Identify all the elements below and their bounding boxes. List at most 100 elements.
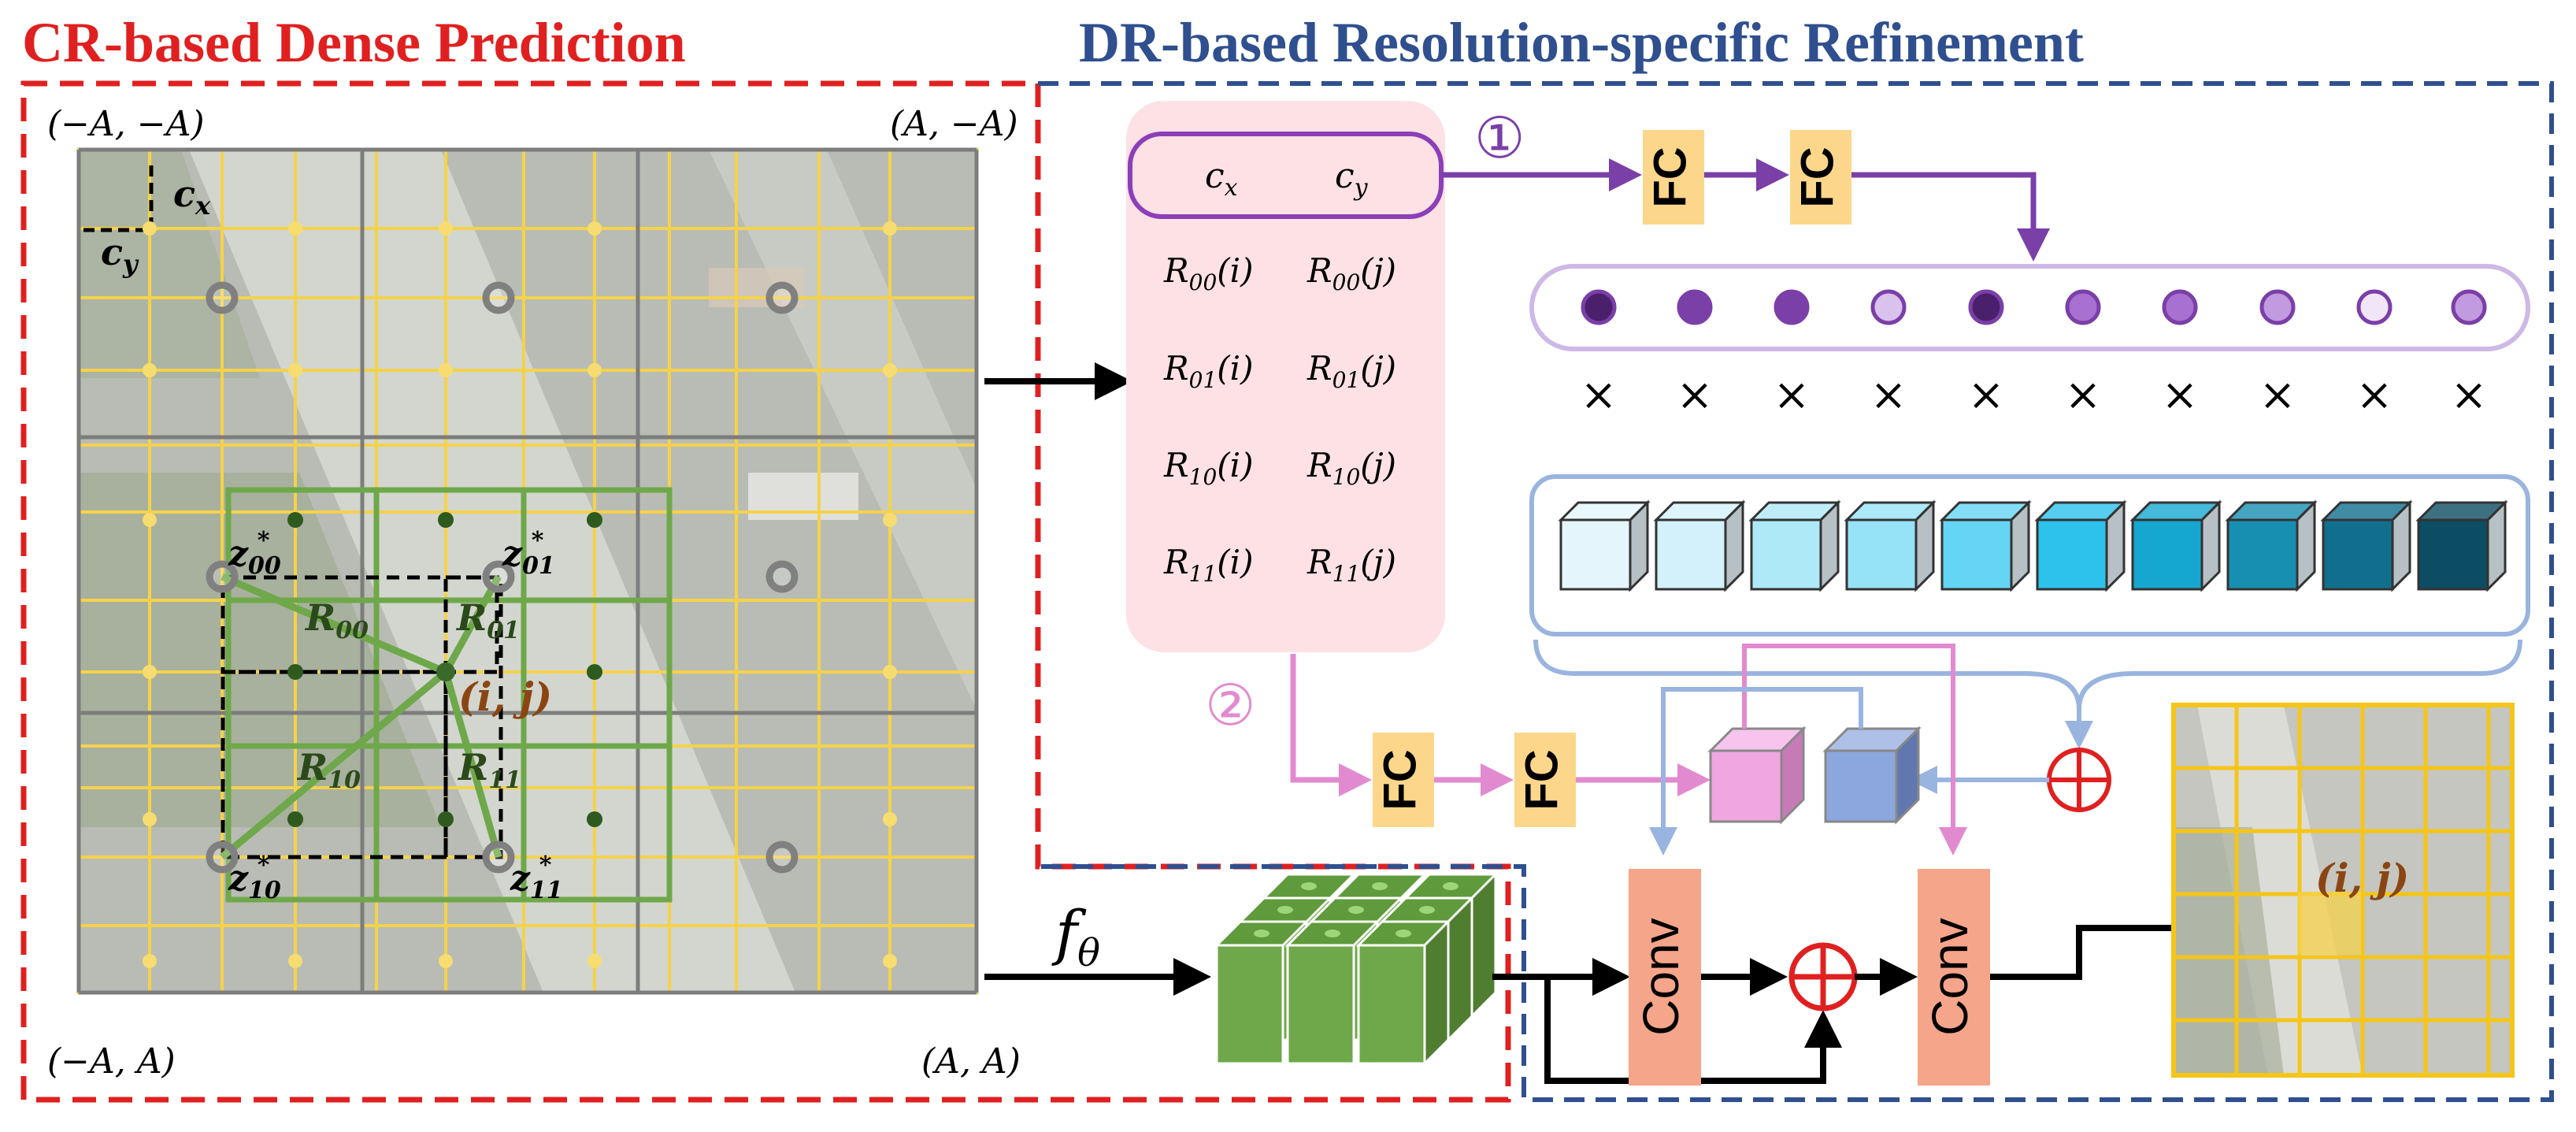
z00-label: z00* bbox=[228, 527, 281, 580]
feature-cube-2-side bbox=[1819, 499, 1840, 592]
weight-dot-2 bbox=[1774, 289, 1810, 325]
multiply-5: × bbox=[2065, 369, 2102, 421]
output-image: (i, j) bbox=[2171, 703, 2515, 1078]
feature-cube-5-front bbox=[2036, 518, 2108, 591]
query-point-label: (i, j) bbox=[458, 674, 552, 720]
coord-row-2-j: R10(j) bbox=[1307, 446, 1396, 490]
grid-dot-21 bbox=[287, 811, 303, 827]
encoder-block-0-1-front bbox=[1286, 944, 1355, 1065]
grid-dot-11 bbox=[287, 512, 303, 528]
grid-dot-19 bbox=[883, 665, 897, 679]
cx-label: cx bbox=[173, 173, 211, 221]
query-point-dot bbox=[436, 662, 455, 681]
area-rectangles bbox=[221, 575, 503, 859]
feature-cube-5-side bbox=[2105, 499, 2126, 592]
blue-cube-front bbox=[1824, 749, 1898, 823]
coord-rows: R00(i)R00(j)R01(i)R01(j)R10(i)R10(j)R11(… bbox=[1163, 251, 1396, 587]
encoder-block-2-2-dot bbox=[1443, 882, 1458, 890]
blue-kernel-cube bbox=[1822, 726, 1922, 825]
grid-dot-25 bbox=[143, 954, 157, 968]
feature-cube-2 bbox=[1748, 499, 1841, 592]
latent-circle-10 bbox=[206, 841, 239, 874]
local-region bbox=[225, 487, 673, 903]
weight-dot-3 bbox=[1870, 289, 1907, 325]
weight-dot-8 bbox=[2356, 289, 2393, 325]
output-grid-border bbox=[2171, 703, 2515, 1078]
output-highlight-cell bbox=[2298, 892, 2361, 955]
feature-cube-7 bbox=[2225, 499, 2318, 592]
feature-cube-1-side bbox=[1724, 499, 1744, 592]
cy-label: cy bbox=[101, 231, 139, 279]
latent-circle-e bbox=[765, 841, 799, 874]
r11-label: R11 bbox=[457, 746, 521, 794]
coord-header-box bbox=[1128, 132, 1444, 219]
weight-dot-1 bbox=[1677, 289, 1713, 325]
multiply-row: ×××××××××× bbox=[1581, 369, 2488, 421]
feature-cube-6 bbox=[2129, 499, 2222, 592]
area-rect-right bbox=[443, 575, 503, 859]
feature-cube-7-front bbox=[2226, 518, 2299, 591]
line-r01 bbox=[443, 574, 502, 674]
grid-dot-8 bbox=[587, 363, 602, 377]
feature-cube-3-front bbox=[1845, 518, 1918, 591]
feature-cube-4-side bbox=[2010, 499, 2030, 592]
right-title: DR-based Resolution-specific Refinement bbox=[1079, 11, 2084, 74]
grid-dot-1 bbox=[288, 221, 302, 236]
corner-bottom-right: (A, A) bbox=[921, 1041, 1021, 1082]
weight-dots bbox=[1581, 289, 2487, 325]
blue-kernel-to-conv1 bbox=[1649, 687, 1863, 855]
r00-label: R00 bbox=[304, 596, 369, 644]
z11-label: z11* bbox=[510, 852, 563, 904]
coord-row-1-j: R01(j) bbox=[1307, 349, 1396, 393]
feature-cubes bbox=[1558, 499, 2508, 592]
encoder-block-0-1-dot bbox=[1325, 930, 1340, 937]
cx-cy-indicator bbox=[83, 161, 154, 232]
fc-block-2 bbox=[1790, 130, 1851, 225]
encoder-block-0-2-dot bbox=[1395, 930, 1411, 937]
encoder-block-0-0-front bbox=[1215, 944, 1284, 1065]
multiply-6: × bbox=[2162, 369, 2199, 421]
pink-cube-side bbox=[1780, 726, 1805, 825]
feature-cube-6-side bbox=[2200, 499, 2221, 592]
grid-dot-29 bbox=[883, 954, 897, 968]
encoder-side-1 bbox=[1447, 895, 1473, 1043]
multiply-3: × bbox=[1870, 369, 1907, 421]
z01-label: z01* bbox=[502, 527, 555, 580]
encoder-block-0-0 bbox=[1214, 920, 1310, 1065]
runway-band bbox=[189, 150, 795, 993]
fc-block-2-label: FC bbox=[1792, 147, 1843, 207]
feature-cube-0-side bbox=[1629, 499, 1649, 592]
encoder-feature-stack bbox=[1214, 871, 1499, 1067]
fc-block-1-label: FC bbox=[1644, 147, 1696, 207]
coord-row-3-j: R11(j) bbox=[1307, 543, 1396, 587]
multiply-4: × bbox=[1968, 369, 2005, 421]
grid-dot-20 bbox=[143, 812, 157, 826]
feature-cube-3-side bbox=[1914, 499, 1935, 592]
residual-add-operator bbox=[1788, 942, 1858, 1011]
latent-circle-11 bbox=[482, 841, 515, 874]
grid-dots bbox=[143, 221, 897, 968]
coord-row-0-i: R00(i) bbox=[1163, 251, 1253, 295]
z10-label: z10* bbox=[228, 852, 281, 904]
grid-dot-3 bbox=[587, 221, 602, 236]
feature-cube-8-front bbox=[2322, 518, 2394, 591]
feature-cube-9-side bbox=[2486, 499, 2507, 592]
multiply-8: × bbox=[2356, 369, 2393, 421]
feature-cube-8-side bbox=[2391, 499, 2411, 592]
multiply-2: × bbox=[1774, 369, 1811, 421]
coord-row-0-j: R00(j) bbox=[1307, 251, 1396, 295]
r10-label: R10 bbox=[296, 746, 361, 794]
encoder-block-0-1 bbox=[1284, 920, 1381, 1065]
grid-dot-27 bbox=[439, 954, 453, 968]
weight-dot-7 bbox=[2259, 289, 2296, 325]
multiply-7: × bbox=[2259, 369, 2296, 421]
grass-area-2 bbox=[79, 150, 260, 378]
feature-cube-4-front bbox=[1940, 518, 2013, 591]
feature-cube-8 bbox=[2320, 499, 2413, 592]
grid-dot-7 bbox=[439, 363, 453, 377]
grid-dot-4 bbox=[883, 221, 897, 236]
encoder-block-1-0-dot bbox=[1277, 906, 1293, 914]
multiply-1: × bbox=[1677, 369, 1714, 421]
corner-top-left: (−A, −A) bbox=[47, 104, 205, 144]
